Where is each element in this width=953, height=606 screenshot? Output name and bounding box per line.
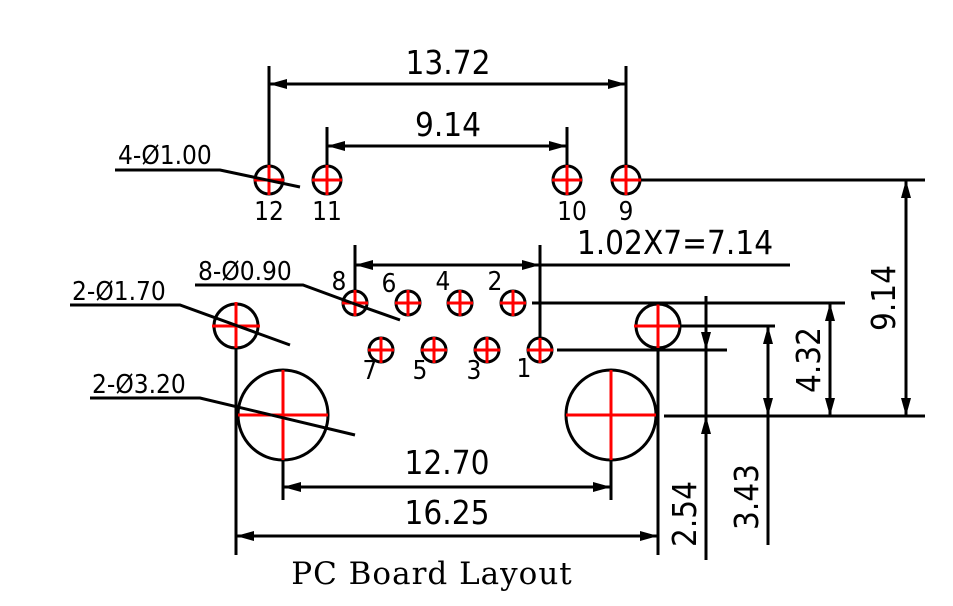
dim-pin-pitch: 1.02X7=7.14 [577, 223, 773, 262]
callout-large-mount: 2-Ø3.20 [92, 370, 186, 400]
pin-label-6: 6 [382, 269, 397, 299]
pin-label-1: 1 [517, 354, 532, 384]
pin-label-12: 12 [254, 197, 284, 227]
pin-label-11: 11 [312, 197, 342, 227]
caption: PC Board Layout [291, 556, 573, 592]
pin-label-4: 4 [436, 267, 451, 297]
dim-9-14-top: 9.14 [415, 105, 481, 144]
dim-4-32: 4.32 [789, 327, 828, 393]
pin-label-5: 5 [413, 356, 428, 386]
callout-top-holes: 4-Ø1.00 [118, 141, 212, 171]
callout-signal-holes: 8-Ø0.90 [198, 257, 292, 287]
pin-label-2: 2 [488, 267, 503, 297]
pin-label-3: 3 [467, 356, 482, 386]
pin-label-9: 9 [619, 197, 634, 227]
dim-9-14-right: 9.14 [864, 265, 903, 331]
pin-label-8: 8 [332, 267, 347, 297]
pin-label-7: 7 [363, 356, 378, 386]
dim-16-25: 16.25 [405, 493, 490, 532]
dim-13-72: 13.72 [406, 43, 491, 82]
dim-2-54: 2.54 [665, 481, 704, 547]
dim-3-43: 3.43 [727, 464, 766, 530]
dim-12-70: 12.70 [405, 443, 490, 482]
pin-label-10: 10 [557, 197, 587, 227]
callout-small-mount: 2-Ø1.70 [72, 277, 166, 307]
dimension-lines [70, 66, 925, 560]
